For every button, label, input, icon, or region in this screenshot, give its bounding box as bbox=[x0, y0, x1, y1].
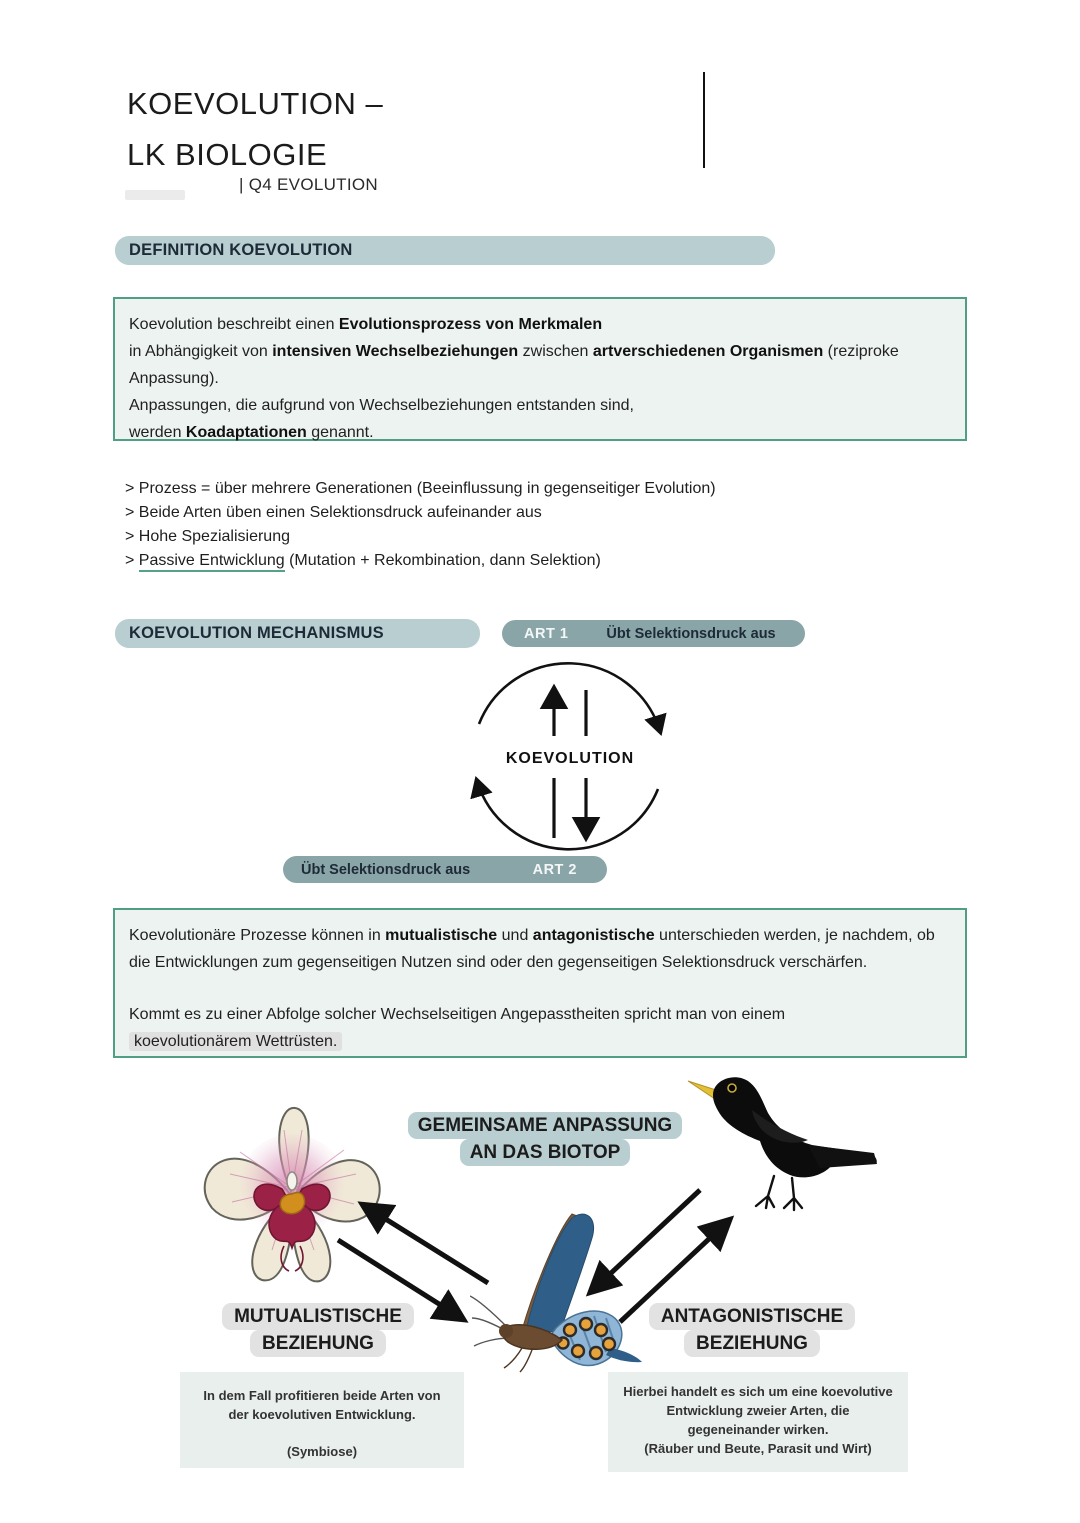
arrow-to-bird bbox=[618, 1215, 735, 1324]
faded-mark bbox=[125, 190, 185, 200]
list-item: > Passive Entwicklung (Mutation + Rekomb… bbox=[125, 549, 885, 573]
cycle-diagram-svg: KOEVOLUTION bbox=[470, 662, 667, 851]
section-header-mechanism: KOEVOLUTION MECHANISMUS bbox=[115, 619, 480, 648]
mutualistic-label: MUTUALISTISCHE BEZIEHUNG bbox=[178, 1303, 458, 1357]
processes-box: Koevolutionäre Prozesse können in mutual… bbox=[113, 908, 967, 1058]
antagonistic-label: ANTAGONISTISCHE BEZIEHUNG bbox=[612, 1303, 892, 1357]
definition-paragraph: Koevolution beschreibt einen Evolutionsp… bbox=[129, 316, 603, 333]
key-points-list: > Prozess = über mehrere Generationen (B… bbox=[125, 477, 885, 573]
list-item: > Beide Arten üben einen Selektionsdruck… bbox=[125, 504, 542, 521]
biotop-label: GEMEINSAME ANPASSUNG AN DAS BIOTOP bbox=[395, 1112, 695, 1166]
spacer bbox=[129, 976, 951, 1001]
page-title: KOEVOLUTION – LK BIOLOGIE bbox=[127, 78, 383, 180]
section-header-definition-label: DEFINITION KOEVOLUTION bbox=[129, 241, 353, 259]
list-item: > Hohe Spezialisierung bbox=[125, 528, 290, 545]
arrow-to-orchid bbox=[357, 1201, 490, 1286]
page-title-line1: KOEVOLUTION – bbox=[127, 86, 384, 121]
antagonistic-label-line2: BEZIEHUNG bbox=[684, 1330, 820, 1357]
processes-paragraph: Koevolutionäre Prozesse können in mutual… bbox=[129, 927, 935, 971]
definition-paragraph: in Abhängigkeit von intensiven Wechselbe… bbox=[129, 343, 899, 387]
art2-pill: Übt Selektionsdruck aus ART 2 bbox=[283, 856, 607, 883]
cycle-arc-top bbox=[477, 662, 667, 736]
biotop-label-line1: GEMEINSAME ANPASSUNG bbox=[407, 1112, 683, 1139]
art1-text: Übt Selektionsdruck aus bbox=[606, 625, 776, 642]
antagonistic-info-note: (Räuber und Beute, Parasit und Wirt) bbox=[644, 1441, 872, 1456]
art2-label: ART 2 bbox=[532, 861, 577, 878]
mutualistic-info-note: (Symbiose) bbox=[286, 1444, 358, 1459]
art2-text: Übt Selektionsdruck aus bbox=[301, 861, 471, 878]
biotop-label-line2: AN DAS BIOTOP bbox=[459, 1139, 631, 1166]
section-header-definition: DEFINITION KOEVOLUTION bbox=[115, 236, 775, 265]
mutualistic-info-box: In dem Fall profitieren beide Arten von … bbox=[180, 1372, 464, 1468]
arrow-to-butterfly-right bbox=[585, 1188, 702, 1297]
antagonistic-info-box: Hierbei handelt es sich um eine koevolut… bbox=[608, 1372, 908, 1472]
page-subtitle: | Q4 EVOLUTION bbox=[239, 175, 378, 194]
definition-paragraph: Anpassungen, die aufgrund von Wechselbez… bbox=[129, 397, 634, 414]
processes-paragraph: Kommt es zu einer Abfolge solcher Wechse… bbox=[129, 1006, 786, 1023]
cycle-arc-bottom bbox=[470, 776, 660, 851]
definition-paragraph: werden Koadaptationen genannt. bbox=[129, 424, 374, 441]
mutualistic-info-text: In dem Fall profitieren beide Arten von … bbox=[203, 1388, 441, 1422]
divider-line bbox=[703, 72, 705, 168]
section-header-mechanism-label: KOEVOLUTION MECHANISMUS bbox=[129, 624, 384, 642]
cycle-center-label: KOEVOLUTION bbox=[506, 750, 634, 767]
antagonistic-label-line1: ANTAGONISTISCHE bbox=[648, 1303, 856, 1330]
page-title-line2: LK BIOLOGIE bbox=[127, 137, 328, 172]
definition-box: Koevolution beschreibt einen Evolutionsp… bbox=[113, 297, 967, 441]
art1-pill: ART 1 Übt Selektionsdruck aus bbox=[502, 620, 805, 647]
coevolution-cycle-diagram: KOEVOLUTION bbox=[448, 650, 692, 869]
relationship-arrows bbox=[336, 1188, 735, 1324]
list-item: > Prozess = über mehrere Generationen (B… bbox=[125, 480, 716, 497]
processes-paragraph: koevolutionärem Wettrüsten. bbox=[129, 1028, 951, 1055]
arrow-to-butterfly-left bbox=[336, 1237, 469, 1323]
antagonistic-info-text: Hierbei handelt es sich um eine koevolut… bbox=[623, 1384, 893, 1437]
art1-label: ART 1 bbox=[524, 625, 569, 642]
mutualistic-label-line2: BEZIEHUNG bbox=[250, 1330, 386, 1357]
mutualistic-label-line1: MUTUALISTISCHE bbox=[222, 1303, 414, 1330]
